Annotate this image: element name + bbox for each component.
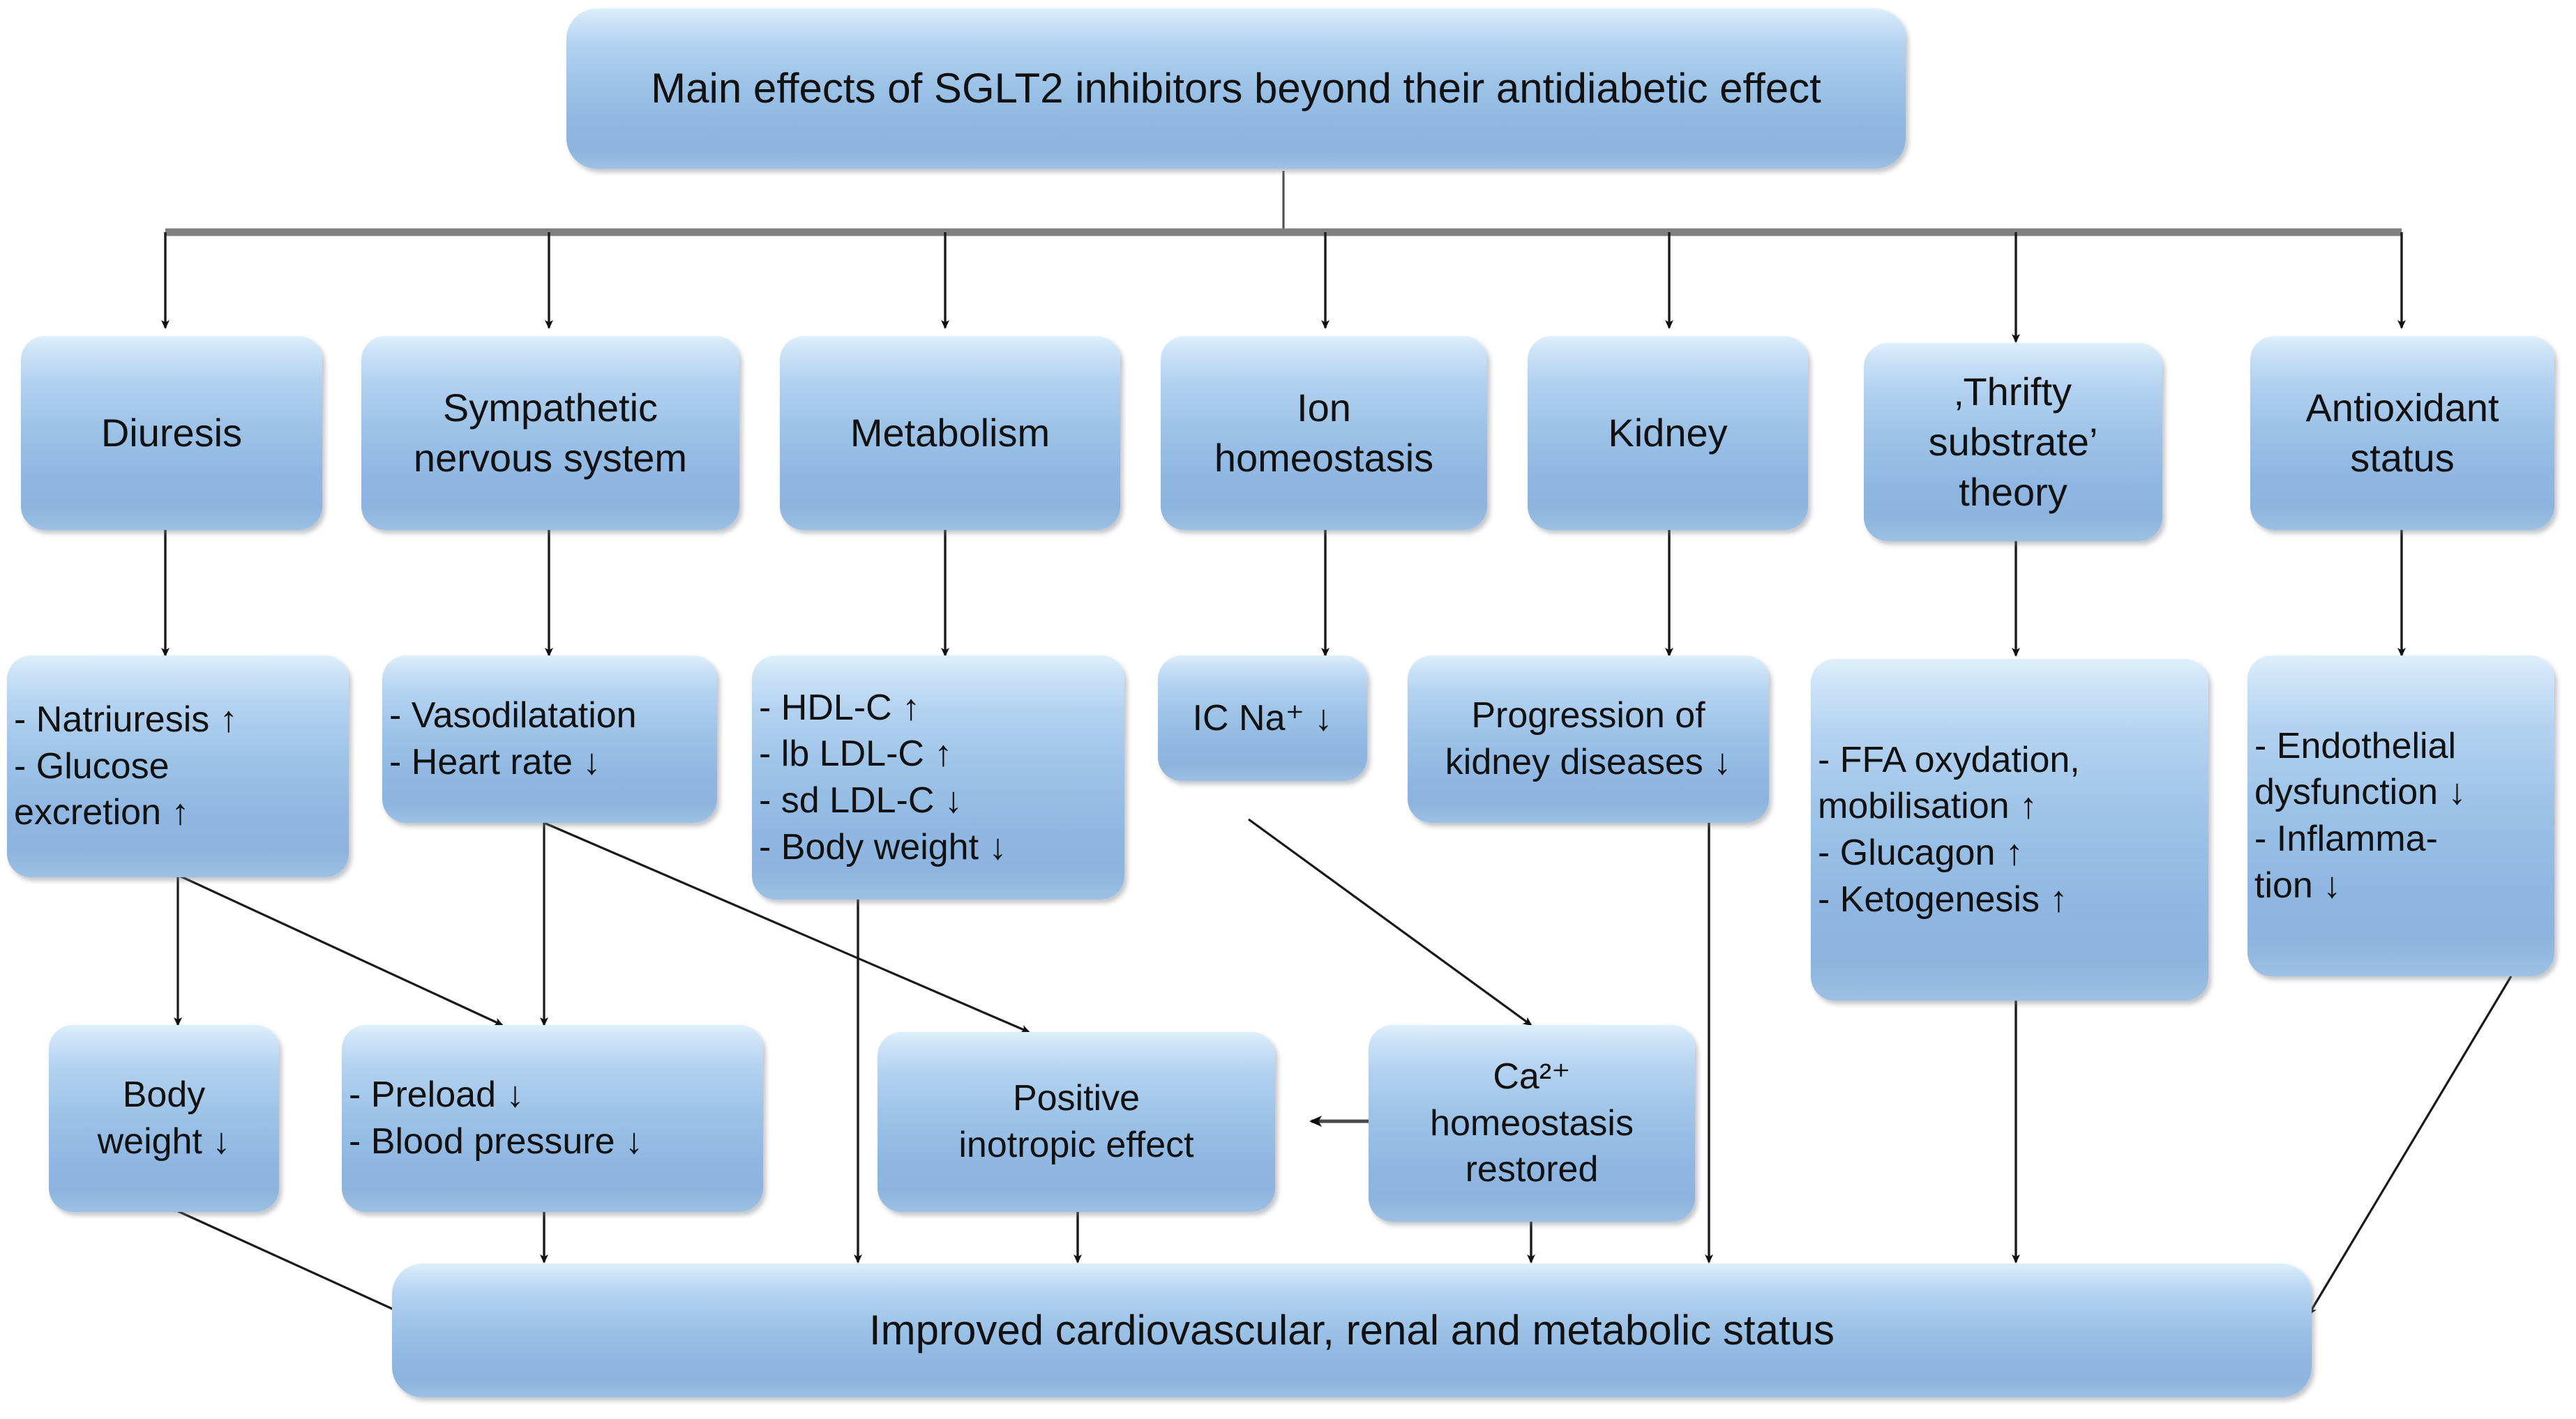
node-calcium-homeostasis-restored-label: Ca²⁺ homeostasis restored bbox=[1430, 1056, 1634, 1190]
node-preload-blood-pressure[interactable]: - Preload ↓ - Blood pressure ↓ bbox=[342, 1025, 763, 1212]
node-vasodilatation-heart-rate[interactable]: - Vasodilatation - Heart rate ↓ bbox=[382, 655, 717, 823]
node-lipids-body-weight-label: - HDL-C ↑ - lb LDL-C ↑ - sd LDL-C ↓ - Bo… bbox=[759, 687, 1007, 867]
node-endothelial-inflammation[interactable]: - Endothelial dysfunction ↓ - Inflamma- … bbox=[2247, 655, 2554, 976]
node-body-weight[interactable]: Body weight ↓ bbox=[49, 1025, 279, 1212]
connector-level1-to-level2 bbox=[161, 530, 2406, 657]
node-natriuresis-glucose-excretion-label: - Natriuresis ↑ - Glucose excretion ↑ bbox=[14, 699, 238, 833]
node-ffa-glucagon-ketogenesis[interactable]: - FFA oxydation, mobilisation ↑ - Glucag… bbox=[1811, 659, 2208, 1001]
node-main-title-label: Main effects of SGLT2 inhibitors beyond … bbox=[651, 64, 1821, 112]
node-ion-homeostasis[interactable]: Ion homeostasis bbox=[1161, 336, 1487, 530]
node-diuresis[interactable]: Diuresis bbox=[21, 336, 322, 530]
node-vasodilatation-heart-rate-label: - Vasodilatation - Heart rate ↓ bbox=[389, 695, 637, 782]
node-thrifty-substrate-theory-label: ‚Thrifty substrate’ theory bbox=[1928, 370, 2098, 514]
node-kidney-disease-progression-label: Progression of kidney diseases ↓ bbox=[1445, 695, 1732, 782]
node-calcium-homeostasis-restored[interactable]: Ca²⁺ homeostasis restored bbox=[1369, 1025, 1695, 1222]
connector-title-to-bus bbox=[165, 171, 2402, 236]
node-ic-sodium[interactable]: IC Na⁺ ↓ bbox=[1158, 655, 1367, 781]
node-metabolism-label: Metabolism bbox=[850, 411, 1050, 455]
node-ffa-glucagon-ketogenesis-label: - FFA oxydation, mobilisation ↑ - Glucag… bbox=[1818, 739, 2080, 920]
node-kidney[interactable]: Kidney bbox=[1528, 336, 1808, 530]
node-ion-homeostasis-label: Ion homeostasis bbox=[1214, 386, 1434, 480]
node-improved-status-label: Improved cardiovascular, renal and metab… bbox=[868, 1306, 1835, 1353]
node-kidney-label: Kidney bbox=[1608, 411, 1728, 455]
node-main-title[interactable]: Main effects of SGLT2 inhibitors beyond … bbox=[566, 8, 1906, 169]
node-body-weight-label: Body weight ↓ bbox=[97, 1075, 231, 1162]
node-natriuresis-glucose-excretion[interactable]: - Natriuresis ↑ - Glucose excretion ↑ bbox=[7, 655, 349, 877]
node-endothelial-inflammation-label: - Endothelial dysfunction ↓ - Inflamma- … bbox=[2254, 725, 2466, 906]
node-positive-inotropic-effect-label: Positive inotropic effect bbox=[958, 1078, 1194, 1165]
node-sympathetic-nervous-system[interactable]: Sympathetic nervous system bbox=[361, 336, 739, 530]
node-lipids-body-weight[interactable]: - HDL-C ↑ - lb LDL-C ↑ - sd LDL-C ↓ - Bo… bbox=[752, 655, 1124, 900]
node-positive-inotropic-effect[interactable]: Positive inotropic effect bbox=[878, 1032, 1275, 1212]
node-kidney-disease-progression[interactable]: Progression of kidney diseases ↓ bbox=[1408, 655, 1769, 823]
node-preload-blood-pressure-label: - Preload ↓ - Blood pressure ↓ bbox=[349, 1075, 643, 1162]
node-antioxidant-status[interactable]: Antioxidant status bbox=[2250, 336, 2554, 530]
node-diuresis-label: Diuresis bbox=[100, 411, 243, 455]
node-improved-status[interactable]: Improved cardiovascular, renal and metab… bbox=[392, 1264, 2312, 1397]
node-sympathetic-nervous-system-label: Sympathetic nervous system bbox=[413, 386, 688, 480]
node-antioxidant-status-label: Antioxidant status bbox=[2305, 386, 2499, 480]
node-ic-sodium-label: IC Na⁺ ↓ bbox=[1192, 697, 1333, 738]
connector-bus-drops bbox=[161, 232, 2406, 343]
node-thrifty-substrate-theory[interactable]: ‚Thrifty substrate’ theory bbox=[1864, 343, 2162, 541]
node-metabolism[interactable]: Metabolism bbox=[780, 336, 1120, 530]
